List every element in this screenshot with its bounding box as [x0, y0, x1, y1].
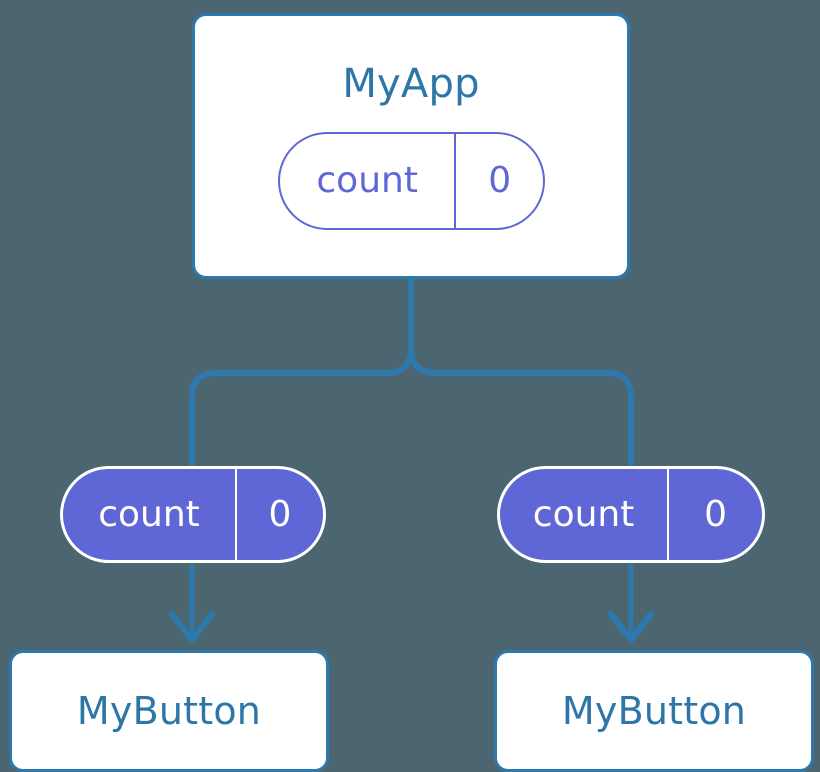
state-key: count [316, 160, 418, 201]
state-key: count [532, 493, 635, 535]
arrow-head-right-icon [608, 611, 654, 643]
fork-right-curve [408, 348, 634, 466]
component-card-mybutton-left[interactable]: MyButton [9, 650, 329, 772]
component-title-mybutton: MyButton [76, 689, 262, 733]
state-key: count [98, 493, 200, 535]
component-title-mybutton: MyButton [561, 689, 747, 733]
arrow-head-left-icon [169, 611, 215, 643]
state-pill-branch-right[interactable]: count 0 [497, 466, 765, 563]
state-value: 0 [235, 469, 323, 560]
component-card-mybutton-right[interactable]: MyButton [494, 650, 814, 772]
state-value: 0 [667, 469, 762, 560]
state-value: 0 [454, 134, 543, 228]
state-pill-root[interactable]: count 0 [278, 132, 545, 230]
component-title-myapp: MyApp [342, 61, 480, 107]
state-pill-branch-left[interactable]: count 0 [60, 466, 326, 563]
fork-left-curve [189, 348, 414, 466]
